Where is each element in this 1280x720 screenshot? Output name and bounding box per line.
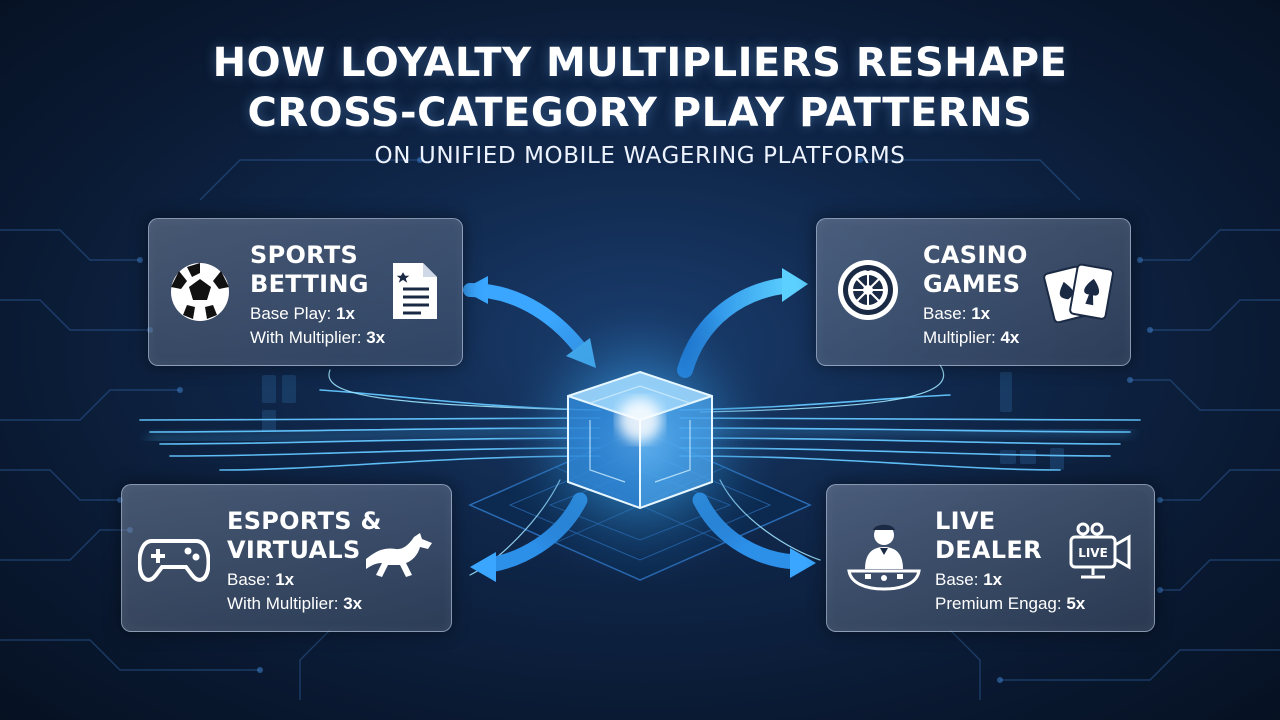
dealer-icon [847, 524, 921, 591]
playing-cards-icon [1043, 263, 1114, 323]
card-title-line-1: CASINO [923, 241, 1028, 269]
live-badge: LIVE [1078, 546, 1108, 560]
betting-slip-icon [393, 263, 437, 319]
soccer-ball-icon [171, 263, 229, 321]
card-title-line-1: SPORTS [250, 241, 359, 269]
card-title-line-2: VIRTUALS [227, 536, 361, 564]
card-esports-virtuals[interactable]: ESPORTS & VIRTUALS Base: 1x With Multipl… [121, 484, 452, 632]
stat-base: Base Play: 1x [250, 304, 355, 323]
stat-premium-engagement: Premium Engag: 5x [935, 594, 1086, 613]
chip-decorations [262, 372, 1064, 470]
card-title: LIVE DEALER [935, 507, 1042, 565]
card-title: SPORTS BETTING [250, 241, 369, 299]
card-casino-games[interactable]: CASINO GAMES Base: 1x Multiplier: 4x [816, 218, 1131, 366]
card-title-line-2: GAMES [923, 270, 1021, 298]
card-title: CASINO GAMES [923, 241, 1028, 299]
glowing-cube-icon [567, 370, 713, 510]
card-live-dealer[interactable]: LIVE DEALER LIVE Base: 1x Premium Engag:… [826, 484, 1155, 632]
circuit-traces [0, 159, 1280, 700]
stat-multiplier: With Multiplier: 3x [227, 594, 363, 613]
gamepad-icon [138, 539, 210, 582]
card-title: ESPORTS & VIRTUALS [227, 507, 382, 565]
title-line-1: HOW LOYALTY MULTIPLIERS RESHAPE [212, 40, 1068, 86]
title-line-2: CROSS-CATEGORY PLAY PATTERNS [247, 90, 1033, 136]
card-title-line-1: ESPORTS & [227, 507, 382, 535]
card-title-line-1: LIVE [935, 507, 996, 535]
stat-multiplier: With Multiplier: 3x [250, 328, 386, 347]
live-camera-icon: LIVE [1069, 522, 1131, 579]
stat-base: Base: 1x [923, 304, 991, 323]
card-title-line-2: DEALER [935, 536, 1042, 564]
card-title-line-2: BETTING [250, 270, 369, 298]
card-sports-betting[interactable]: SPORTS BETTING Base Play: 1x With Multip… [148, 218, 463, 366]
stat-base: Base: 1x [935, 570, 1003, 589]
racehorse-icon [366, 533, 432, 577]
roulette-wheel-icon [838, 260, 898, 320]
subtitle: ON UNIFIED MOBILE WAGERING PLATFORMS [374, 143, 906, 169]
stat-base: Base: 1x [227, 570, 295, 589]
stat-multiplier: Multiplier: 4x [923, 328, 1020, 347]
